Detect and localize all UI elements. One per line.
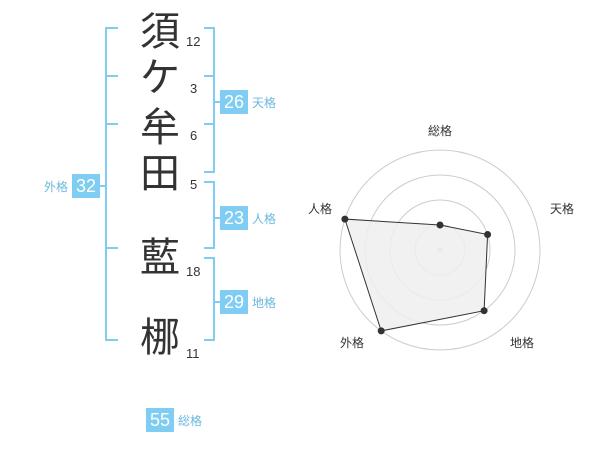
stroke-count-5: 18 xyxy=(186,264,201,279)
tenkaku-value: 26 xyxy=(220,90,248,114)
radar-point-chi xyxy=(480,307,488,315)
radar-point-ten xyxy=(484,231,492,238)
tenkaku-bracket xyxy=(204,27,215,173)
radar-label-tenkaku: 天格 xyxy=(550,202,575,216)
radar-label-gaikaku: 外格 xyxy=(340,336,365,350)
gaikaku-label: 外格 xyxy=(44,179,69,194)
radar-label-chikaku: 地格 xyxy=(510,336,535,350)
gaikaku-value: 32 xyxy=(72,174,101,198)
gaikaku-badge: 外格 32 xyxy=(40,174,101,198)
tenkaku-badge: 26 天格 xyxy=(220,90,280,114)
jinkaku-label: 人格 xyxy=(252,211,277,226)
surname-char-3: 牟 xyxy=(140,105,180,151)
surname-char-1: 須 xyxy=(140,9,180,55)
chikaku-bracket xyxy=(204,257,215,341)
radar-polygon xyxy=(344,218,489,332)
soukaku-label: 総格 xyxy=(178,413,203,428)
radar-label-jinkaku: 人格 xyxy=(308,202,333,216)
given-char-1: 藍 xyxy=(140,235,180,281)
soukaku-value: 55 xyxy=(146,408,174,432)
jinkaku-bracket xyxy=(204,181,215,249)
soukaku-badge: 55 総格 xyxy=(146,408,206,432)
radar-label-soukaku: 総格 xyxy=(428,124,453,138)
chikaku-badge: 29 地格 xyxy=(220,290,280,314)
jinkaku-badge: 23 人格 xyxy=(220,206,280,230)
jinkaku-value: 23 xyxy=(220,206,248,230)
stroke-count-6: 11 xyxy=(186,346,200,361)
radar-point-jin xyxy=(341,215,349,223)
stroke-count-4: 5 xyxy=(190,177,198,192)
radar-ring-4 xyxy=(339,149,541,351)
gaikaku-bracket xyxy=(105,27,118,341)
surname-char-2: ケ xyxy=(140,55,180,101)
stroke-count-2: 3 xyxy=(190,81,198,96)
chikaku-value: 29 xyxy=(220,290,248,314)
stroke-count-3: 6 xyxy=(190,128,198,143)
surname-char-4: 田 xyxy=(140,151,180,197)
radar-point-gai xyxy=(377,327,385,335)
given-char-2: 梛 xyxy=(140,315,180,361)
stroke-count-1: 12 xyxy=(186,34,201,49)
radar-chart xyxy=(339,149,541,351)
chikaku-label: 地格 xyxy=(252,295,277,310)
tenkaku-label: 天格 xyxy=(252,95,277,110)
radar-point-sou xyxy=(436,221,444,229)
stroke-brackets xyxy=(100,27,220,341)
